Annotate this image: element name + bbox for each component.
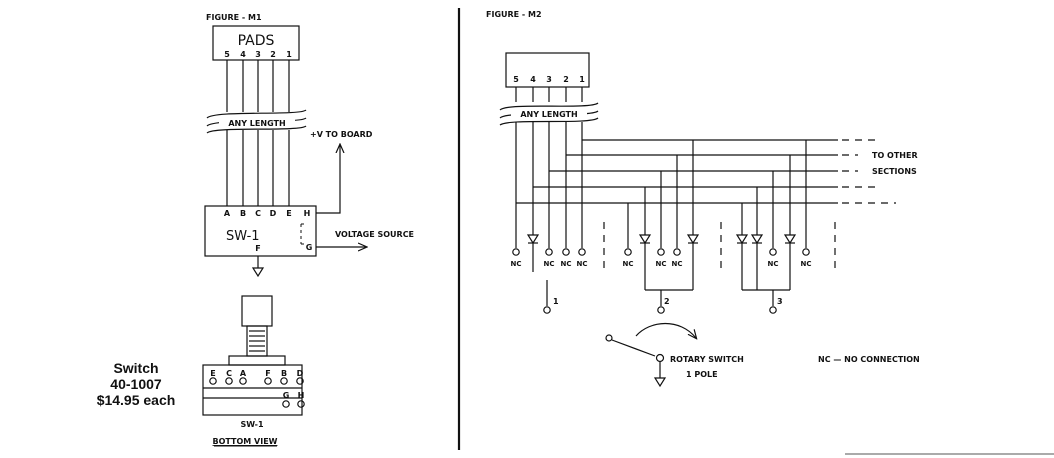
m2-buses [516, 139, 896, 204]
figure-m2: FIGURE - M2 5 4 3 2 1 ANY LENGTH [486, 10, 920, 388]
price-tag-price: $14.95 each [96, 392, 176, 408]
m2-pin-5: 5 [513, 75, 519, 84]
sw1-terminal-f: F [255, 244, 260, 253]
sw1-terminal-h: H [304, 209, 311, 218]
bv-terminal-c: C [226, 369, 232, 378]
bv-terminal-e: E [210, 369, 215, 378]
nc-label: NC [672, 260, 683, 268]
sw1-terminal-g: G [306, 243, 313, 252]
pad-pin-3: 3 [255, 50, 261, 59]
bv-terminal-g: G [283, 391, 290, 400]
rotation-arrow [635, 323, 696, 339]
switch-nut [228, 355, 286, 366]
break-line-bottom [206, 125, 307, 134]
nc-label: NC [544, 260, 555, 268]
switch-body [202, 364, 303, 416]
nc-label: NC [561, 260, 572, 268]
v-to-board-label: +V TO BOARD [310, 130, 373, 139]
nc-label: NC [511, 260, 522, 268]
bv-terminal-f: F [265, 369, 270, 378]
pad-pin-4: 4 [240, 50, 246, 59]
bottom-view-switch-label: SW-1 [240, 420, 264, 429]
m2-connector [505, 52, 590, 88]
switch-bottom-view: E C A F B D G H SW-1 BOTTOM VIEW [202, 295, 305, 447]
break-line-top [206, 109, 307, 119]
nc-label: NC [656, 260, 667, 268]
ground-symbol-m1 [251, 267, 265, 278]
bottom-view-caption: BOTTOM VIEW [213, 437, 278, 446]
to-other-label: TO OTHER [872, 151, 918, 160]
nc-legend: NC — NO CONNECTION [818, 355, 920, 364]
pads-label: PADS [238, 33, 275, 49]
any-length-label: ANY LENGTH [228, 119, 285, 128]
section-1: NC NC NC NC 1 [511, 234, 588, 314]
nc-label: NC [577, 260, 588, 268]
bv-terminal-a: A [240, 369, 247, 378]
sw1-internal-ticks [301, 223, 304, 245]
nc-label: NC [768, 260, 779, 268]
section-number-2: 2 [664, 297, 670, 306]
bv-terminal-d: D [297, 369, 304, 378]
pad-pin-5: 5 [224, 50, 230, 59]
rotary-switch-symbol: ROTARY SWITCH 1 POLE [605, 323, 744, 388]
sw1-terminal-e: E [286, 209, 291, 218]
price-tag: Switch 40-1007 $14.95 each [86, 360, 186, 408]
pads-connector [212, 25, 300, 61]
figure-m1: FIGURE - M1 PADS 5 4 3 2 1 ANY LENGTH A … [202, 13, 414, 447]
m2-pin-4: 4 [530, 75, 536, 84]
figure-m1-title: FIGURE - M1 [206, 13, 262, 22]
section-number-1: 1 [553, 297, 559, 306]
bv-terminal-b: B [281, 369, 287, 378]
m1-wires [226, 60, 290, 206]
sw1-box [204, 205, 317, 257]
price-tag-product: Switch [113, 360, 159, 376]
sw1-terminal-c: C [255, 209, 261, 218]
m2-pin-3: 3 [546, 75, 552, 84]
bv-terminal-h: H [298, 391, 305, 400]
section-3: NC NC 3 [735, 140, 812, 314]
section-2: NC NC NC 2 [623, 140, 700, 314]
section-number-3: 3 [777, 297, 783, 306]
pad-pin-1: 1 [286, 50, 292, 59]
sw1-terminal-a: A [224, 209, 231, 218]
nc-label: NC [801, 260, 812, 268]
v-to-board-line [316, 145, 340, 214]
rotary-switch-label: ROTARY SWITCH [670, 355, 744, 364]
switch-shaft [241, 295, 273, 327]
sw1-terminal-b: B [240, 209, 246, 218]
one-pole-label: 1 POLE [686, 370, 718, 379]
sw1-terminal-d: D [270, 209, 277, 218]
sw1-label: SW-1 [226, 229, 260, 244]
voltage-source-label: VOLTAGE SOURCE [335, 230, 414, 239]
pad-pin-2: 2 [270, 50, 276, 59]
m2-any-length-label: ANY LENGTH [520, 110, 577, 119]
sections-label: SECTIONS [872, 167, 917, 176]
m2-pin-2: 2 [563, 75, 569, 84]
price-tag-part-number: 40-1007 [110, 376, 162, 392]
m2-pin-1: 1 [579, 75, 585, 84]
figure-m2-title: FIGURE - M2 [486, 10, 542, 19]
nc-label: NC [623, 260, 634, 268]
